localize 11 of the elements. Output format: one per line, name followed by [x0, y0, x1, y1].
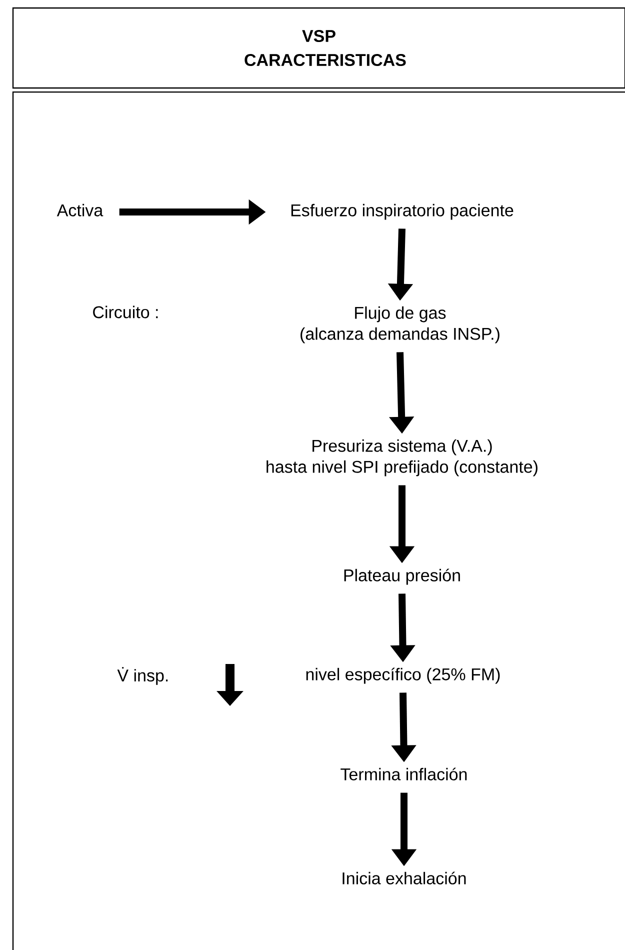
flow-step: Esfuerzo inspiratorio paciente — [291, 204, 514, 220]
flow-step: Presuriza sistema (V.A.) hasta nivel SPI prefijado (constante) — [266, 439, 538, 476]
flow-step: nivel específico (25% FM) — [306, 668, 500, 684]
flow-step: Flujo de gas (alcanza demandas INSP.) — [300, 306, 500, 344]
side-label: V̇ insp. — [117, 667, 168, 685]
side-label: Circuito : — [93, 306, 158, 318]
flow-step: Termina inflación — [340, 768, 467, 780]
trigger-label: Activa — [56, 204, 104, 216]
flow-step: Inicia exhalación — [342, 872, 466, 884]
title-box: VSP CARACTERISTICAS — [12, 7, 625, 89]
flow-step: Plateau presión — [344, 568, 460, 585]
